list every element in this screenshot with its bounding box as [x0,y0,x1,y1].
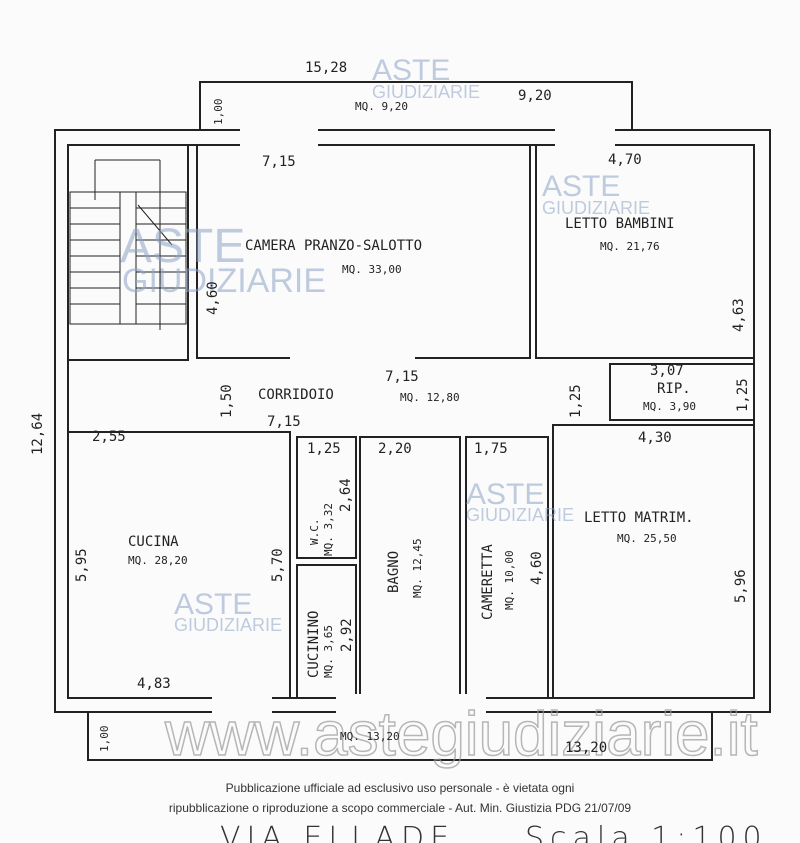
balcony-top-area: MQ. 9,20 [355,100,408,113]
room-name: W.C. [308,519,321,546]
dim: 2,64 [338,478,354,512]
room-wc [296,436,357,559]
dim: 4,60 [205,281,221,315]
svg-text:GIUDIZIARIE: GIUDIZIARIE [542,198,650,218]
svg-text:GIUDIZIARIE: GIUDIZIARIE [466,505,574,525]
room-area: MQ. 33,00 [342,263,402,276]
room-area: MQ. 12,80 [400,391,460,404]
dim: 3,07 [650,363,684,379]
watermark-url: www.astegiudiziarie.it [164,700,758,769]
room-cucina [67,431,291,699]
room-name: LETTO MATRIM. [584,510,694,526]
room-name: CUCINA [128,534,179,550]
room-cameretta [465,436,549,699]
dim: 4,83 [137,676,171,692]
overall-width: 15,28 [305,60,347,76]
room-letto-bambini [535,144,755,359]
room-area: MQ. 28,20 [128,554,188,567]
balcony-bottom-area: MQ. 13,20 [340,730,400,743]
svg-text:ASTE: ASTE [466,478,544,511]
scale-label: Scala 1:100 [525,821,768,843]
stairs [69,159,187,330]
overall-height: 12,64 [30,413,46,455]
dim: 2,55 [92,429,126,445]
svg-text:GIUDIZIARIE: GIUDIZIARIE [122,262,326,300]
room-name: RIP. [657,381,691,397]
room-ripostiglio [609,363,755,421]
dim: 7,15 [262,154,296,170]
room-name: CAMERA PRANZO-SALOTTO [245,238,422,254]
notice-line-1: Pubblicazione ufficiale ad esclusivo uso… [225,781,575,795]
svg-text:ASTE: ASTE [174,588,252,621]
room-area: MQ. 25,50 [617,532,677,545]
dim: 1,75 [474,441,508,457]
stair-area [67,144,189,361]
dim: 7,15 [267,414,301,430]
dim: 1,25 [307,441,341,457]
room-name: LETTO BAMBINI [565,216,675,232]
balcony-top-depth: 1,00 [212,99,225,126]
room-letto-matrim [552,424,755,699]
dim: 4,60 [529,551,545,585]
room-area: MQ. 10,00 [503,550,516,610]
room-cucinino [296,564,357,699]
dim: 1,25 [568,384,584,418]
room-area: MQ. 12,45 [411,538,424,598]
room-area: MQ. 3,32 [322,503,335,556]
dim: 4,70 [608,152,642,168]
street-name: VIA ELLADE [220,821,455,843]
dim: 1,25 [735,378,751,412]
svg-text:GIUDIZIARIE: GIUDIZIARIE [372,82,480,102]
dim: 5,96 [733,569,749,603]
svg-text:ASTE: ASTE [542,170,620,203]
notice-line-2: ripubblicazione o riproduzione a scopo c… [168,801,632,815]
room-area: MQ. 3,90 [643,400,696,413]
publication-notice: Pubblicazione ufficiale ad esclusivo uso… [0,778,800,818]
dim: 7,15 [385,369,419,385]
dim: 5,70 [270,548,286,582]
room-name: CUCININO [306,611,322,678]
svg-text:ASTE: ASTE [372,54,450,87]
dim: 1,50 [219,384,235,418]
room-area: MQ. 3,65 [322,625,335,678]
room-name: CORRIDOIO [258,387,334,403]
balcony-bottom-width: 13,20 [565,740,607,756]
svg-text:GIUDIZIARIE: GIUDIZIARIE [174,615,282,635]
room-area: MQ. 21,76 [600,240,660,253]
room-bagno [359,436,461,699]
dim: 2,92 [339,618,355,652]
room-name: BAGNO [386,551,402,593]
dim: 2,20 [378,441,412,457]
watermark-logo: ASTE GIUDIZIARIE ASTE GIUDIZIARIE ASTE G… [120,54,650,635]
dim: 4,63 [731,298,747,332]
svg-text:ASTE: ASTE [120,220,245,273]
dim: 5,95 [74,548,90,582]
balcony-bottom-depth: 1,00 [98,726,111,753]
balcony-top-width: 9,20 [518,88,552,104]
room-name: CAMERETTA [480,544,496,620]
door-openings [195,126,615,714]
dim: 4,30 [638,430,672,446]
